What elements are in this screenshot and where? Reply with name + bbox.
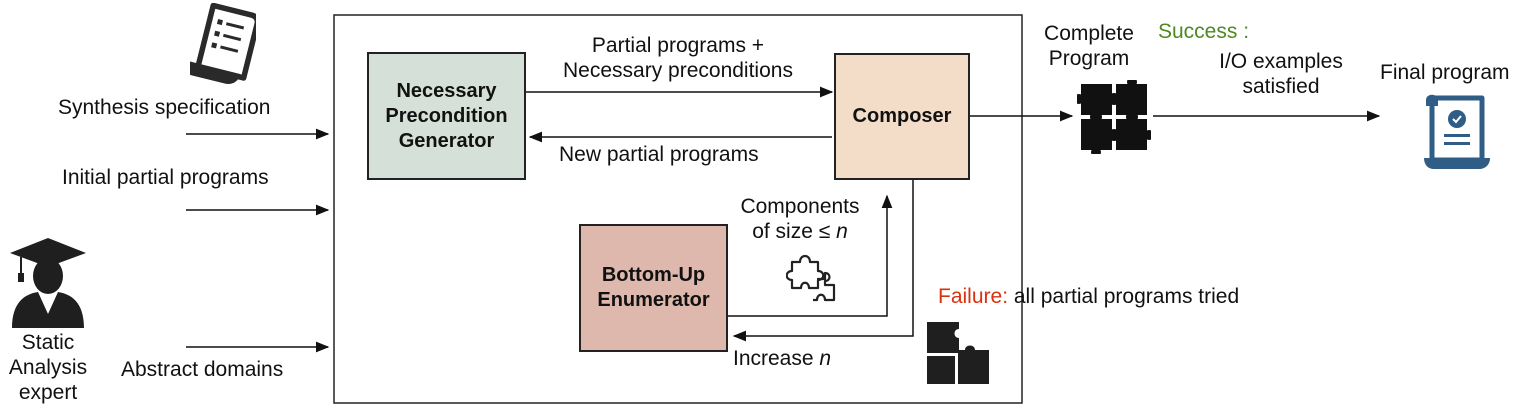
final-program-label: Final program <box>1380 61 1510 84</box>
to-composer-label: Partial programs + Necessary preconditio… <box>528 33 828 83</box>
initial-partial-label: Initial partial programs <box>62 166 269 189</box>
increase-n-variable: n <box>819 347 832 370</box>
enumerator-line-1: Bottom-Up <box>601 264 706 286</box>
npg-line-1: Necessary <box>396 79 497 102</box>
success-label: Success : <box>1158 20 1250 43</box>
n-variable: n <box>836 220 848 243</box>
to-composer-line-2: Necessary preconditions <box>563 59 793 82</box>
failure-label: Failure: all partial programs tried <box>938 284 1239 309</box>
to-composer-line-1: Partial programs + <box>591 34 765 57</box>
document-scroll-icon <box>190 3 256 84</box>
expert-line-3: expert <box>18 381 78 404</box>
puzzle-partial-icon <box>927 322 989 384</box>
new-partial-label: New partial programs <box>559 143 759 166</box>
failure-word: Failure: <box>938 285 1009 308</box>
graduate-expert-icon <box>10 238 86 328</box>
expert-label: Static Analysis expert <box>0 330 96 405</box>
complete-program-label: Complete Program <box>1030 21 1148 71</box>
increase-n-label: Increase n <box>733 346 831 371</box>
components-arrow <box>728 194 893 317</box>
complete-line-1: Complete <box>1044 22 1134 45</box>
expert-line-2: Analysis <box>8 356 88 379</box>
composer-label: Composer <box>852 105 952 127</box>
components-label: Components of size ≤ n <box>730 194 870 244</box>
puzzle-complete-icon <box>1077 80 1151 154</box>
increase-arrow <box>732 180 914 342</box>
npg-line-2: Precondition <box>385 104 508 127</box>
expert-line-1: Static <box>21 331 75 354</box>
complete-line-2: Program <box>1048 47 1130 70</box>
size-prefix: of size ≤ <box>752 220 837 243</box>
necessary-precondition-generator-box: Necessary Precondition Generator <box>367 52 526 180</box>
puzzle-outline-icon <box>786 254 836 302</box>
components-line-1: Components <box>740 195 860 218</box>
components-line-2: of size ≤ n <box>730 219 870 244</box>
success-line-2: satisfied <box>1242 75 1320 98</box>
bottom-up-enumerator-box: Bottom-Up Enumerator <box>579 224 728 352</box>
success-line-1: I/O examples <box>1219 50 1343 73</box>
enumerator-line-2: Enumerator <box>597 289 710 311</box>
certificate-scroll-icon <box>1424 94 1490 169</box>
failure-text: all partial programs tried <box>1008 285 1240 308</box>
abstract-domains-label: Abstract domains <box>121 358 284 381</box>
composer-box: Composer <box>834 53 970 180</box>
success-text: I/O examples satisfied <box>1196 49 1366 99</box>
npg-line-3: Generator <box>398 129 495 152</box>
framework-outline <box>333 14 1023 404</box>
increase-text: Increase <box>733 347 820 370</box>
synthesis-spec-label: Synthesis specification <box>58 96 271 119</box>
